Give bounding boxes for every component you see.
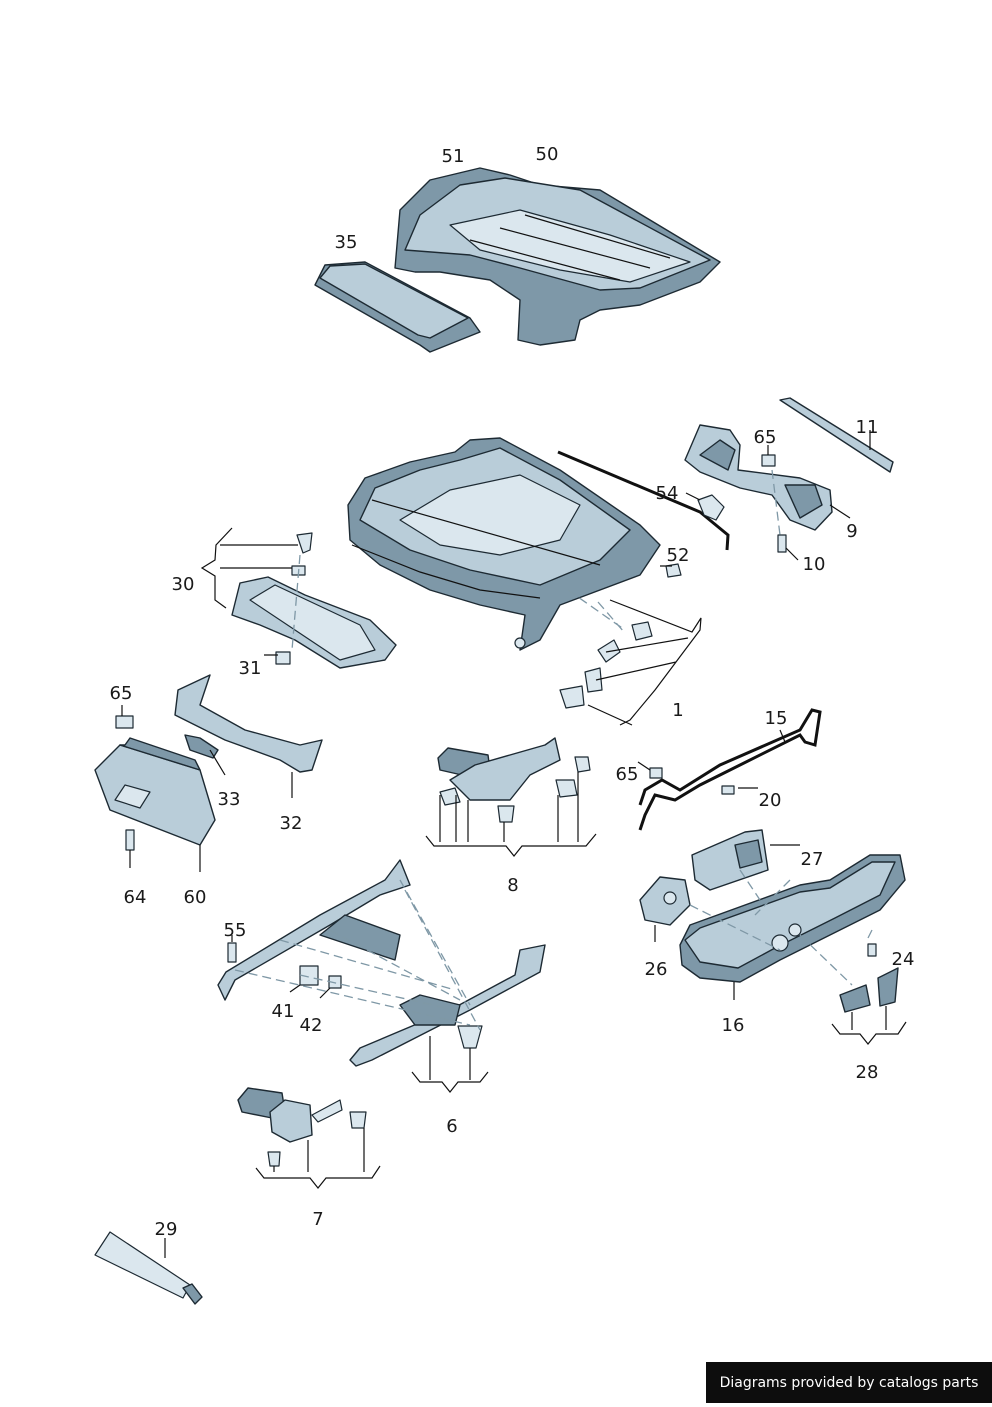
screw-part-20 [721,785,735,795]
callout-55: 55 [223,920,247,941]
cap-part-28a [839,984,871,1013]
rails-leaders [231,935,489,1093]
clip-part-65a [761,454,776,467]
motor-7-bracket [255,1128,381,1189]
rails-dash [234,879,481,1031]
callout-27: 27 [800,849,824,870]
grease-tube-part-29 [94,1231,203,1305]
callout-52: 52 [666,545,690,566]
motor-part-7 [237,1087,367,1167]
storage-box-part-60 [94,715,216,851]
motor-8-bracket [425,772,597,857]
callout-65-left: 65 [109,683,133,704]
bolt-part-10 [777,534,787,553]
cap-part-28b [877,967,899,1007]
callout-11: 11 [855,417,879,438]
frame-dash-lines [567,589,626,633]
callout-60: 60 [183,887,207,908]
callout-41: 41 [271,1001,295,1022]
clip-part-65c [649,767,663,779]
trim-leaders [209,749,293,798]
cover-plate-dash [291,554,301,651]
callout-28: 28 [855,1062,879,1083]
connector-part-54 [697,494,725,521]
callout-24: 24 [891,949,915,970]
side-trim-leaders [654,844,907,1045]
adjuster-dash [771,469,781,536]
clip-part-24 [867,943,877,957]
callout-64: 64 [123,887,147,908]
footer-credit: Diagrams provided by catalogs parts [706,1362,992,1403]
callout-33: 33 [217,789,241,810]
seat-rails-part-6 [217,859,546,1067]
callout-65-top: 65 [753,427,777,448]
cover-plate-part-30 [231,532,397,669]
seat-cushion-part-50 [394,167,721,346]
callout-26: 26 [644,959,668,980]
callout-16: 16 [721,1015,745,1036]
callout-8: 8 [507,875,519,896]
motor-assembly-part-8 [437,737,591,823]
wire-part-15 [638,708,822,831]
seat-frame-part-1 [347,437,661,651]
side-trim-dash [689,869,873,986]
trim-part-32 [174,674,323,773]
callout-31: 31 [238,658,262,679]
front-cushion-part-35 [314,261,481,353]
callout-54: 54 [655,483,679,504]
frame-rod [557,450,730,551]
callout-10: 10 [802,554,826,575]
switch-panel-part-27 [691,829,769,891]
callout-6: 6 [446,1116,458,1137]
callout-30: 30 [171,574,195,595]
callout-1: 1 [672,700,684,721]
callout-29: 29 [154,1219,178,1240]
callout-35: 35 [334,232,358,253]
adjuster-part-9 [684,424,833,531]
adjuster-leaders [660,445,851,567]
callout-50: 50 [535,144,559,165]
wire-leaders [637,729,786,789]
callout-9: 9 [846,521,858,542]
callout-15: 15 [764,708,788,729]
callout-32: 32 [279,813,303,834]
callout-7: 7 [312,1209,324,1230]
frame-leaders [587,599,702,726]
switch-part-26 [639,876,691,926]
side-trim-part-16 [679,854,906,983]
strip-part-11 [779,397,894,473]
callout-42: 42 [299,1015,323,1036]
cover-plate-leaders [200,527,298,656]
callout-65-mid: 65 [615,764,639,785]
callout-20: 20 [758,790,782,811]
callout-51: 51 [441,146,465,167]
storage-box-leaders [121,705,201,872]
